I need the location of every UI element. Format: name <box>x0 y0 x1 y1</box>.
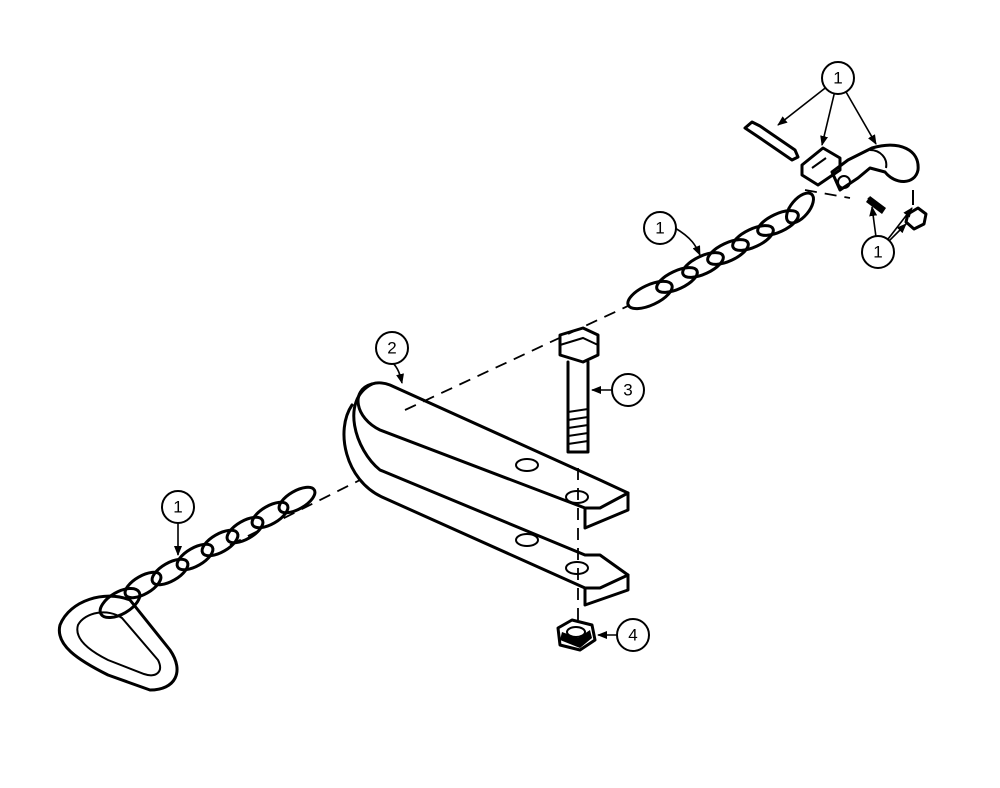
callout-3-bolt: 3 <box>611 373 645 407</box>
lower-chain-assembly <box>57 485 317 692</box>
hook-hardware <box>743 120 928 231</box>
large-ring <box>57 594 179 692</box>
callout-number: 1 <box>173 498 182 517</box>
clevis-pin <box>743 120 800 162</box>
callout-1-small-parts: 1 <box>861 235 895 269</box>
callout-4-nut: 4 <box>616 618 650 652</box>
callout-2-bracket: 2 <box>375 331 409 365</box>
callout-1-hook-group: 1 <box>821 61 855 95</box>
assembly-centerlines <box>229 189 851 620</box>
callout-number: 1 <box>833 69 842 88</box>
leader-lines <box>174 77 913 639</box>
callout-number: 1 <box>655 219 664 238</box>
bolt-thread <box>567 408 589 445</box>
callout-1-upper-chain: 1 <box>643 211 677 245</box>
lock-spring <box>866 196 886 214</box>
bracket-hole <box>515 458 539 472</box>
callout-number: 4 <box>628 626 637 645</box>
grab-hook <box>830 143 920 192</box>
lower-chain-links <box>98 485 317 620</box>
bracket-hole <box>565 490 589 504</box>
callout-1-lower-chain: 1 <box>161 490 195 524</box>
callout-number: 1 <box>873 243 882 262</box>
bracket-hole <box>565 561 589 575</box>
hex-nut <box>556 618 597 652</box>
bracket-hole <box>515 533 539 547</box>
u-bracket <box>342 381 630 607</box>
callout-number: 2 <box>387 339 396 358</box>
upper-chain-links <box>626 191 815 311</box>
small-nut <box>904 206 928 231</box>
hex-bolt <box>558 326 600 454</box>
clevis-link <box>800 146 842 187</box>
callout-number: 3 <box>623 381 632 400</box>
